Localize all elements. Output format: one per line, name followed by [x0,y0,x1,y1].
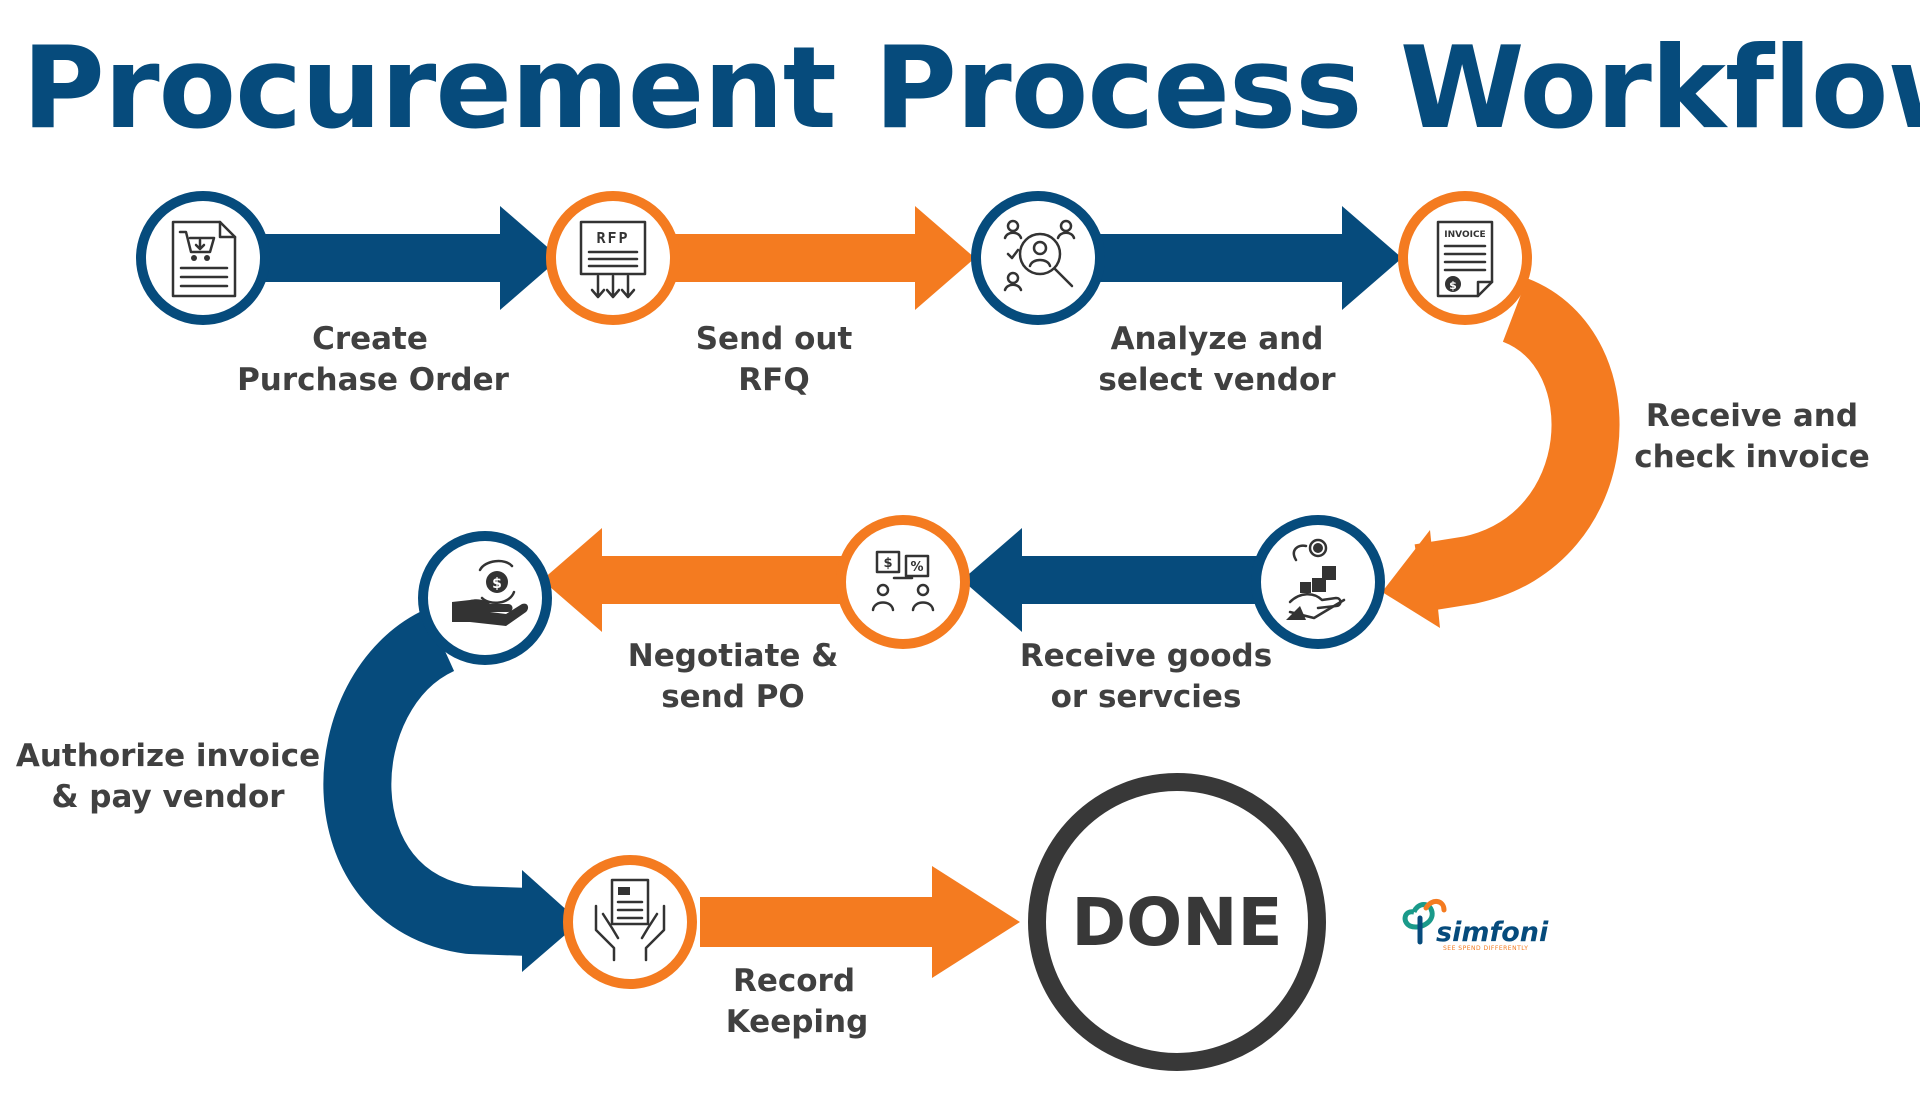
invoice-badge-text: INVOICE [1444,230,1485,240]
step-receive-goods: Receive goods or servcies [1020,515,1385,715]
step-record-keeping: Record Keeping [563,855,869,1040]
step-label-line2: check invoice [1634,439,1869,475]
step-send-out-rfq: RFP Send out RFQ [546,191,853,398]
step-negotiate-send-po: $ % Negotiate & send PO [628,515,970,715]
svg-text:$: $ [1449,279,1457,292]
simfoni-logo-mark-icon [1402,899,1447,945]
negotiation-icon: $ % [871,550,935,612]
step-label-line2: select vendor [1098,362,1336,398]
step-analyze-select-vendor: Analyze and select vendor [971,191,1336,398]
svg-text:$: $ [883,556,892,571]
step-receive-check-invoice: INVOICE $ Receive and check invoice [1398,191,1870,475]
arrow-rfq-to-analyze [672,206,975,310]
step-authorize-pay-vendor: $ Authorize invoice & pay vendor [16,531,552,815]
arrow-record-to-done [700,866,1020,978]
step-label-line1: Authorize invoice [16,738,320,774]
curve-authorize-to-record [323,609,580,972]
step-label-line1: Receive goods [1020,638,1272,674]
step-label-line2: or servcies [1051,679,1242,715]
curve-invoice-to-goods [1382,278,1620,628]
arrow-analyze-to-invoice [1095,206,1402,310]
step-label-line1: Negotiate & [628,638,839,674]
step-label-line2: Purchase Order [237,362,510,398]
step-label-line1: Record [733,963,855,999]
step-create-purchase-order: Create Purchase Order [136,191,510,398]
simfoni-tagline: SEE SPEND DIFFERENTLY [1443,945,1528,952]
page-title: Procurement Process Workflow [22,22,1920,154]
step-label-line2: Keeping [726,1004,869,1040]
arrow-goods-to-negotiate [962,528,1268,632]
step-label-line1: Receive and [1646,398,1858,434]
goods-delivery-icon [1286,538,1346,620]
step-label-line2: send PO [661,679,805,715]
step-label-line2: RFQ [738,362,809,398]
step-label-line1: Create [312,321,428,357]
record-keeping-icon [594,878,666,962]
rfp-document-icon: RFP [579,220,647,299]
svg-text:$: $ [492,576,502,592]
invoice-icon: INVOICE $ [1436,220,1494,298]
step-label-line1: Analyze and [1111,321,1324,357]
simfoni-logo: simfoni SEE SPEND DIFFERENTLY [1402,899,1549,952]
arrow-create-to-rfq [265,206,560,310]
step-label-line1: Send out [696,321,853,357]
done-label: DONE [1071,884,1282,961]
svg-text:%: % [910,560,923,575]
rfp-badge-text: RFP [596,229,629,247]
payment-hand-icon: $ [452,559,529,626]
step-label-line2: & pay vendor [51,779,285,815]
purchase-order-cart-icon [171,220,237,298]
simfoni-logo-text: simfoni [1436,917,1549,948]
vendor-search-icon [1003,219,1076,292]
arrow-negotiate-to-authorize [542,528,846,632]
done-circle: DONE [1028,773,1326,1071]
